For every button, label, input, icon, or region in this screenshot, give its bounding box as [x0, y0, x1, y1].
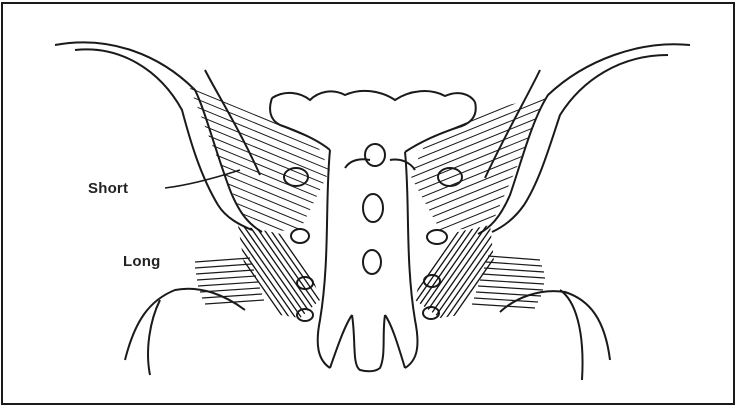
right-ilium [478, 44, 690, 380]
right-short-ligament [400, 85, 560, 254]
sacral-foramina [284, 144, 462, 321]
right-lateral-fibres [472, 256, 545, 308]
long-ligament-label: Long [123, 253, 160, 270]
left-lateral-fibres [195, 258, 264, 304]
sacrum [270, 91, 476, 371]
left-ilium [55, 42, 262, 375]
short-ligament-label: Short [88, 180, 128, 197]
